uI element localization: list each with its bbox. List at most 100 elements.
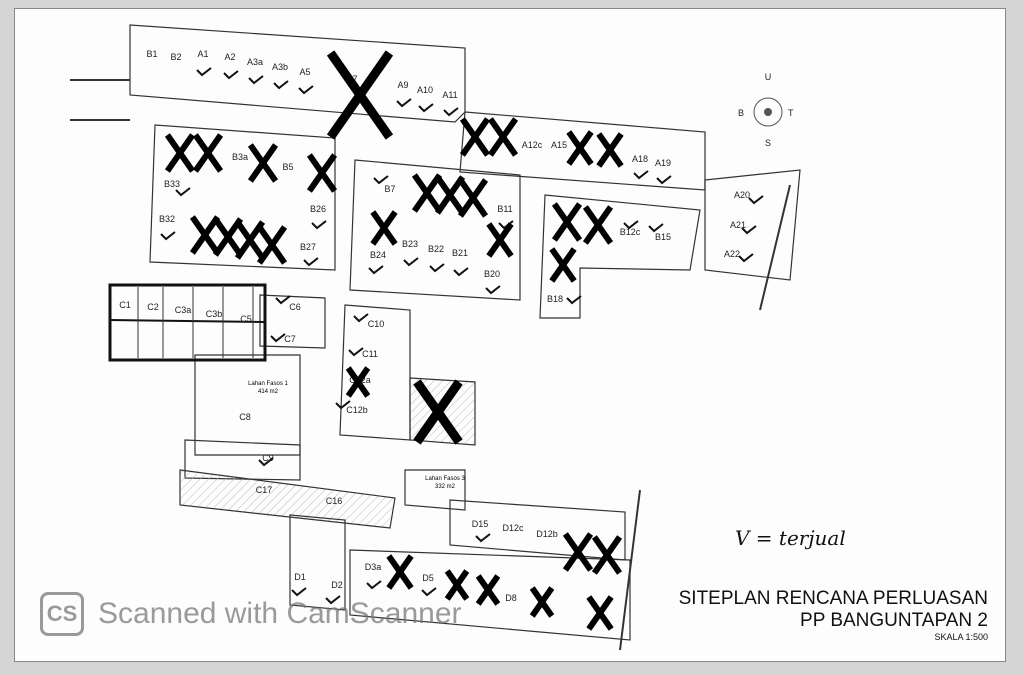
lot-label: A21 [730,220,746,230]
x-mark-icon [586,595,614,631]
lot-label: C16 [326,496,343,506]
sold-check-icon [273,80,289,90]
x-mark-icon [256,225,288,265]
plan-title: SITEPLAN RENCANA PERLUASAN [678,588,988,609]
lot-label: B23 [402,239,418,249]
sold-check-icon [633,170,649,180]
sold-check-icon [485,285,501,295]
lot-label: B3a [232,152,248,162]
sold-check-icon [270,333,286,343]
lot-label: B32 [159,214,175,224]
lot-label: C17 [256,485,273,495]
sold-check-icon [348,347,364,357]
x-mark-icon [247,143,279,183]
camscanner-watermark: CS Scanned with CamScanner [40,592,462,636]
x-mark-icon [411,173,443,213]
lot-label: C3a [175,305,192,315]
plan-subtitle: PP BANGUNTAPAN 2 [800,610,988,631]
lot-label: B5 [282,162,293,172]
x-mark-icon [444,569,470,601]
block-outline [194,354,301,456]
block-outline [149,124,336,271]
road-edge [619,489,641,651]
x-mark-icon [487,117,519,157]
block-outline [349,159,521,301]
lot-label: A22 [724,249,740,259]
sold-check-icon [656,175,672,185]
block-outlines [70,24,801,651]
compass-south: S [765,138,771,148]
lot-label: D12c [502,523,524,533]
sold-check-icon [248,75,264,85]
x-mark-icon [529,586,555,618]
lot-label: D1 [294,572,306,582]
x-mark-icon [475,574,501,606]
paper-sheet [14,8,1006,662]
sold-check-icon [648,223,664,233]
sold-check-icon [258,457,274,467]
lot-label: A19 [655,158,671,168]
plan-scale: SKALA 1:500 [934,632,988,642]
sold-check-icon [443,107,459,117]
sold-check-icon [353,313,369,323]
sold-check-icon [396,98,412,108]
lot-label: A20 [734,190,750,200]
compass-east: T [788,108,794,118]
sold-check-icon [303,257,319,267]
road-edge [759,184,791,311]
lot-label: B24 [370,250,386,260]
lot-label: A12c [522,140,543,150]
lot-label: D5 [422,573,434,583]
x-mark-icon [434,175,466,215]
lot-label: B27 [300,242,316,252]
lot-label: C6 [289,302,301,312]
sold-check-icon [275,295,291,305]
lot-label: C3b [206,309,223,319]
lot-label: B11 [497,204,512,214]
legend-sold: V = terjual [735,526,846,550]
facility-name: Lahan Fasos 3 [425,476,465,482]
x-mark-icon [566,130,594,166]
lot-label: B18 [547,294,563,304]
x-mark-icon [164,133,196,173]
sold-check-icon [418,103,434,113]
lot-label: A3a [247,57,263,67]
lot-label: C2 [147,302,159,312]
x-mark-icon [326,50,394,140]
x-mark-icon [549,247,577,283]
lot-labels: B1B2A1A2A3aA3bA5A7A9A10A11A12cA15A18A19A… [119,49,750,603]
sold-check-icon [196,67,212,77]
lot-label: C5 [240,314,252,324]
sold-check-icon [421,587,437,597]
lot-label: A11 [442,90,457,100]
sold-check-icon [366,580,382,590]
lot-label: D8 [505,593,517,603]
lot-label: C8 [239,412,251,422]
lot-label: A18 [632,154,648,164]
lot-label: A5 [299,67,310,77]
facility-area: 414 m2 [258,389,279,395]
block-outline [704,169,801,281]
lot-label: A1 [197,49,208,59]
sold-check-icon [475,533,491,543]
lot-label: B22 [428,244,444,254]
x-mark-icon [386,554,414,590]
lot-label: A9 [397,80,408,90]
block-outline [289,514,346,611]
sold-check-icon [223,70,239,80]
lot-label: C10 [368,319,385,329]
lot-label: A15 [551,140,567,150]
lot-label: B7 [384,184,395,194]
sold-check-icon [403,257,419,267]
x-mark-icon [306,153,338,193]
compass-north: U [765,72,772,82]
lot-label: D2 [331,580,343,590]
compass-rose-icon: U S T B [738,72,794,148]
sold-check-icon [566,295,582,305]
sold-check-icon [738,253,754,263]
lot-label: A3b [272,62,288,72]
x-mark-icon [459,117,491,157]
x-mark-icon [457,178,489,218]
lot-label: C9 [262,453,274,463]
